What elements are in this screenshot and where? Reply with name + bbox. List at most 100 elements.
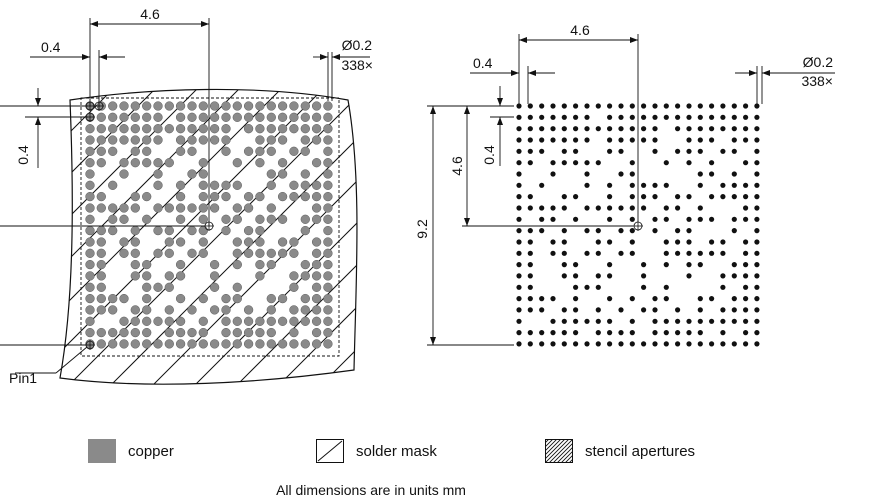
- copper-pad: [277, 339, 288, 349]
- solder-mask-swatch: [316, 439, 344, 463]
- stencil-aperture: [607, 103, 613, 109]
- stencil-aperture: [743, 160, 749, 166]
- stencil-aperture: [629, 182, 635, 188]
- stencil-aperture: [573, 137, 579, 143]
- stencil-aperture: [697, 137, 703, 143]
- copper-pad: [266, 112, 276, 122]
- copper-pad: [153, 124, 163, 134]
- stencil-aperture: [743, 216, 749, 222]
- stencil-aperture: [731, 273, 737, 279]
- right-dim-vertical-4-6: 4.6: [449, 156, 465, 176]
- copper-pad: [130, 248, 140, 258]
- stencil-aperture: [754, 160, 760, 166]
- right-dim-vertical-0-4: 0.4: [481, 145, 497, 165]
- stencil-aperture: [743, 250, 749, 256]
- stencil-aperture: [720, 307, 726, 313]
- copper-pad: [221, 225, 231, 236]
- copper-pad: [198, 225, 208, 236]
- copper-pad: [255, 237, 265, 247]
- copper-pad: [300, 169, 310, 179]
- copper-pad: [119, 339, 129, 349]
- copper-pad: [232, 327, 242, 338]
- copper-pad: [175, 327, 186, 338]
- stencil-aperture: [743, 341, 749, 347]
- stencil-aperture: [663, 114, 669, 120]
- stencil-aperture: [629, 171, 635, 177]
- stencil-aperture: [550, 341, 556, 347]
- copper-pad: [323, 214, 333, 224]
- copper-pad: [85, 271, 95, 281]
- stencil-aperture: [527, 284, 533, 290]
- stencil-aperture: [561, 273, 567, 279]
- copper-pad: [323, 225, 333, 236]
- stencil-aperture: [731, 137, 737, 143]
- stencil-aperture: [663, 103, 669, 109]
- stencil-aperture: [652, 216, 658, 222]
- copper-pad: [300, 225, 310, 236]
- stencil-aperture: [743, 126, 749, 132]
- stencil-aperture: [573, 330, 579, 336]
- copper-pad: [130, 339, 140, 349]
- copper-pad: [130, 203, 140, 213]
- stencil-aperture: [720, 182, 726, 188]
- copper-pad: [289, 339, 299, 349]
- copper-pad: [108, 203, 118, 213]
- copper-pad: [85, 203, 95, 213]
- stencil-swatch: [545, 439, 573, 463]
- copper-pad: [175, 316, 186, 326]
- solder-mask-hatch-line: [221, 89, 357, 385]
- copper-pad: [153, 158, 163, 168]
- copper-pad: [323, 271, 333, 281]
- stencil-aperture: [754, 171, 760, 177]
- copper-pad: [108, 339, 118, 349]
- stencil-aperture: [561, 137, 567, 143]
- stencil-aperture: [561, 160, 567, 166]
- stencil-aperture: [516, 182, 522, 188]
- copper-pad: [175, 191, 186, 202]
- copper-pad: [142, 112, 152, 122]
- stencil-aperture: [516, 160, 522, 166]
- stencil-aperture: [573, 114, 579, 120]
- stencil-aperture: [573, 126, 579, 132]
- stencil-aperture: [539, 296, 545, 302]
- stencil-aperture: [697, 205, 703, 211]
- copper-pad: [255, 259, 265, 270]
- copper-pad: [311, 237, 322, 247]
- stencil-aperture: [607, 318, 613, 324]
- copper-pad: [221, 135, 231, 145]
- left-dim-pitch-4-6: 4.6: [140, 6, 160, 22]
- copper-pad: [187, 225, 197, 236]
- copper-pad: [232, 248, 242, 258]
- stencil-aperture: [561, 330, 567, 336]
- stencil-aperture: [595, 205, 601, 211]
- solder-mask-hatch-line: [179, 89, 357, 385]
- stencil-aperture: [697, 103, 703, 109]
- stencil-aperture: [607, 330, 613, 336]
- copper-pad: [85, 135, 95, 145]
- copper-pad: [232, 101, 242, 111]
- copper-pad: [300, 293, 310, 304]
- copper-pad: [232, 259, 242, 270]
- stencil-aperture: [618, 126, 624, 132]
- copper-pad: [198, 180, 208, 190]
- copper-pad: [198, 135, 208, 145]
- stencil-aperture: [595, 307, 601, 313]
- copper-pad: [153, 169, 163, 179]
- copper-pad: [323, 293, 333, 304]
- copper-pad: [323, 305, 333, 315]
- stencil-aperture: [697, 171, 703, 177]
- stencil-aperture: [550, 330, 556, 336]
- stencil-aperture: [607, 296, 613, 302]
- stencil-aperture: [527, 205, 533, 211]
- copper-pad: [232, 214, 242, 224]
- copper-pad: [119, 293, 129, 304]
- copper-pad: [130, 327, 140, 338]
- copper-pad: [289, 112, 299, 122]
- solder-mask-hatch-line: [263, 89, 357, 385]
- left-dim-diameter: Ø0.2: [342, 37, 373, 53]
- stencil-aperture: [561, 262, 567, 268]
- copper-pad: [266, 180, 276, 190]
- copper-pad: [130, 225, 140, 236]
- pin1-label: Pin1: [9, 370, 37, 386]
- stencil-aperture: [584, 171, 590, 177]
